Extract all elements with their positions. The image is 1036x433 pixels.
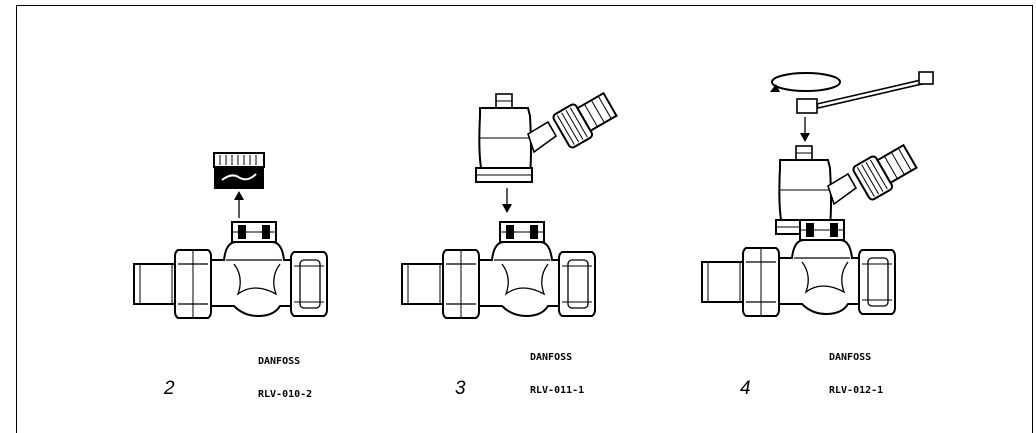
code-label: RLV-011-1: [530, 385, 585, 396]
drain-adapter-icon: [775, 139, 921, 235]
panel-2-code: DANFOSS RLV-010-2: [258, 334, 312, 411]
code-label: RLV-012-1: [829, 385, 884, 396]
rotation-arrow-icon: [770, 72, 841, 92]
panel-4-code: DANFOSS RLV-012-1: [829, 330, 883, 407]
arrow-up-icon: [234, 191, 244, 218]
step-number-4: 4: [740, 378, 751, 399]
hex-key-icon: [796, 71, 934, 114]
brand-label: DANFOSS: [258, 356, 301, 367]
step-number-3: 3: [455, 378, 466, 399]
brand-label: DANFOSS: [829, 352, 872, 363]
brand-label: DANFOSS: [530, 352, 573, 363]
arrow-down-icon: [502, 188, 512, 213]
panel-3-code: DANFOSS RLV-011-1: [530, 330, 584, 407]
protective-cap-icon: [213, 152, 265, 189]
code-label: RLV-010-2: [258, 389, 313, 400]
step-number-2: 2: [164, 378, 175, 399]
arrow-down-icon: [800, 117, 810, 142]
